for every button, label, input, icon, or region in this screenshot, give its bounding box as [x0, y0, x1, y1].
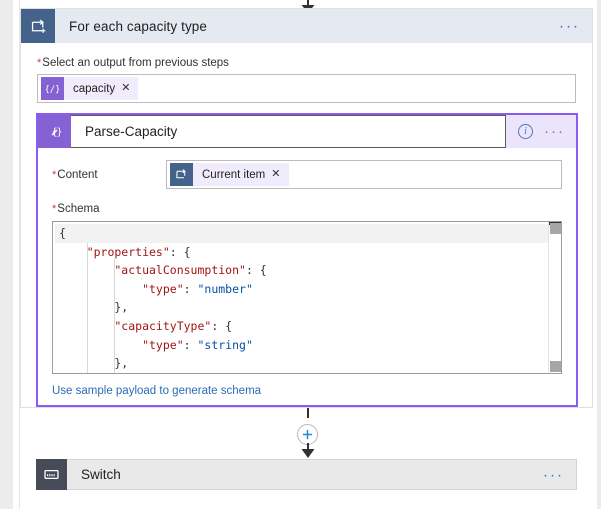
foreach-menu-button[interactable]: ···: [559, 17, 580, 35]
content-input[interactable]: Current item ✕: [166, 160, 562, 189]
schema-scrollbar[interactable]: [548, 222, 561, 373]
current-item-token-label: Current item: [202, 168, 266, 181]
schema-code-line: "properties": {: [59, 244, 191, 259]
connector-group: [0, 408, 601, 454]
schema-code-line: "type": "string": [59, 337, 253, 352]
loop-add-icon: [21, 9, 55, 43]
info-icon[interactable]: i: [518, 124, 533, 139]
schema-code-line: "capacityType": {: [59, 318, 233, 333]
capacity-token-chip[interactable]: {/} capacity ✕: [41, 77, 139, 100]
required-asterisk: *: [52, 203, 57, 215]
parse-capacity-card: { } Parse-Capacity i ··· *Content: [36, 113, 578, 407]
capacity-token-remove-icon[interactable]: ✕: [121, 82, 131, 94]
canvas-gutter-left: [0, 0, 13, 509]
parse-capacity-title-box[interactable]: Parse-Capacity: [71, 115, 506, 148]
parse-capacity-actions: i ···: [506, 124, 576, 139]
content-row: *Content Current item ✕: [52, 160, 562, 189]
canvas-rule: [19, 0, 20, 509]
schema-editor[interactable]: { "properties": { "actualConsumption": {…: [52, 221, 562, 374]
expression-icon: {/}: [41, 77, 64, 100]
svg-text:}: }: [56, 127, 62, 138]
select-output-input[interactable]: {/} capacity ✕: [37, 74, 576, 103]
connector-arrow-bottom: [299, 443, 317, 459]
switch-menu-button[interactable]: ···: [543, 466, 564, 483]
content-label: *Content: [52, 169, 166, 181]
foreach-field-label-text: Select an output from previous steps: [42, 57, 229, 69]
capacity-token-label: capacity: [73, 82, 116, 95]
parse-json-icon: { }: [38, 115, 71, 148]
parse-capacity-header[interactable]: { } Parse-Capacity i ···: [38, 115, 576, 148]
connector-line: [307, 408, 309, 418]
schema-code-line: },: [59, 300, 129, 315]
foreach-field-label: *Select an output from previous steps: [37, 57, 576, 69]
schema-code[interactable]: { "properties": { "actualConsumption": {…: [53, 222, 548, 373]
scroll-up-arrow-icon[interactable]: [550, 223, 561, 234]
switch-card[interactable]: Switch ···: [36, 459, 577, 490]
required-asterisk: *: [37, 57, 42, 69]
content-label-text: Content: [57, 168, 98, 181]
switch-icon: [36, 459, 67, 490]
parse-capacity-body: *Content Current item ✕: [38, 148, 576, 399]
parse-capacity-title: Parse-Capacity: [85, 124, 178, 139]
schema-label-text: Schema: [57, 203, 100, 215]
schema-code-line: "actualConsumption": {: [59, 263, 267, 278]
schema-code-line: },: [59, 356, 129, 371]
foreach-header[interactable]: For each capacity type ···: [21, 9, 592, 43]
svg-text:{/}: {/}: [46, 85, 59, 95]
canvas-gutter-right: [597, 0, 601, 509]
schema-code-line: {: [55, 224, 548, 243]
insert-step-button[interactable]: [297, 424, 318, 445]
current-item-token-chip[interactable]: Current item ✕: [170, 163, 289, 186]
schema-code-line: "type": "number": [59, 281, 253, 296]
switch-title: Switch: [81, 467, 121, 482]
required-asterisk: *: [52, 168, 57, 181]
foreach-title: For each capacity type: [69, 18, 208, 34]
scroll-down-arrow-icon[interactable]: [550, 361, 561, 372]
current-item-icon: [170, 163, 193, 186]
parse-capacity-menu-button[interactable]: ···: [544, 123, 565, 140]
schema-label: *Schema: [52, 203, 562, 215]
use-sample-payload-link[interactable]: Use sample payload to generate schema: [52, 385, 262, 397]
current-item-token-remove-icon[interactable]: ✕: [271, 168, 281, 180]
